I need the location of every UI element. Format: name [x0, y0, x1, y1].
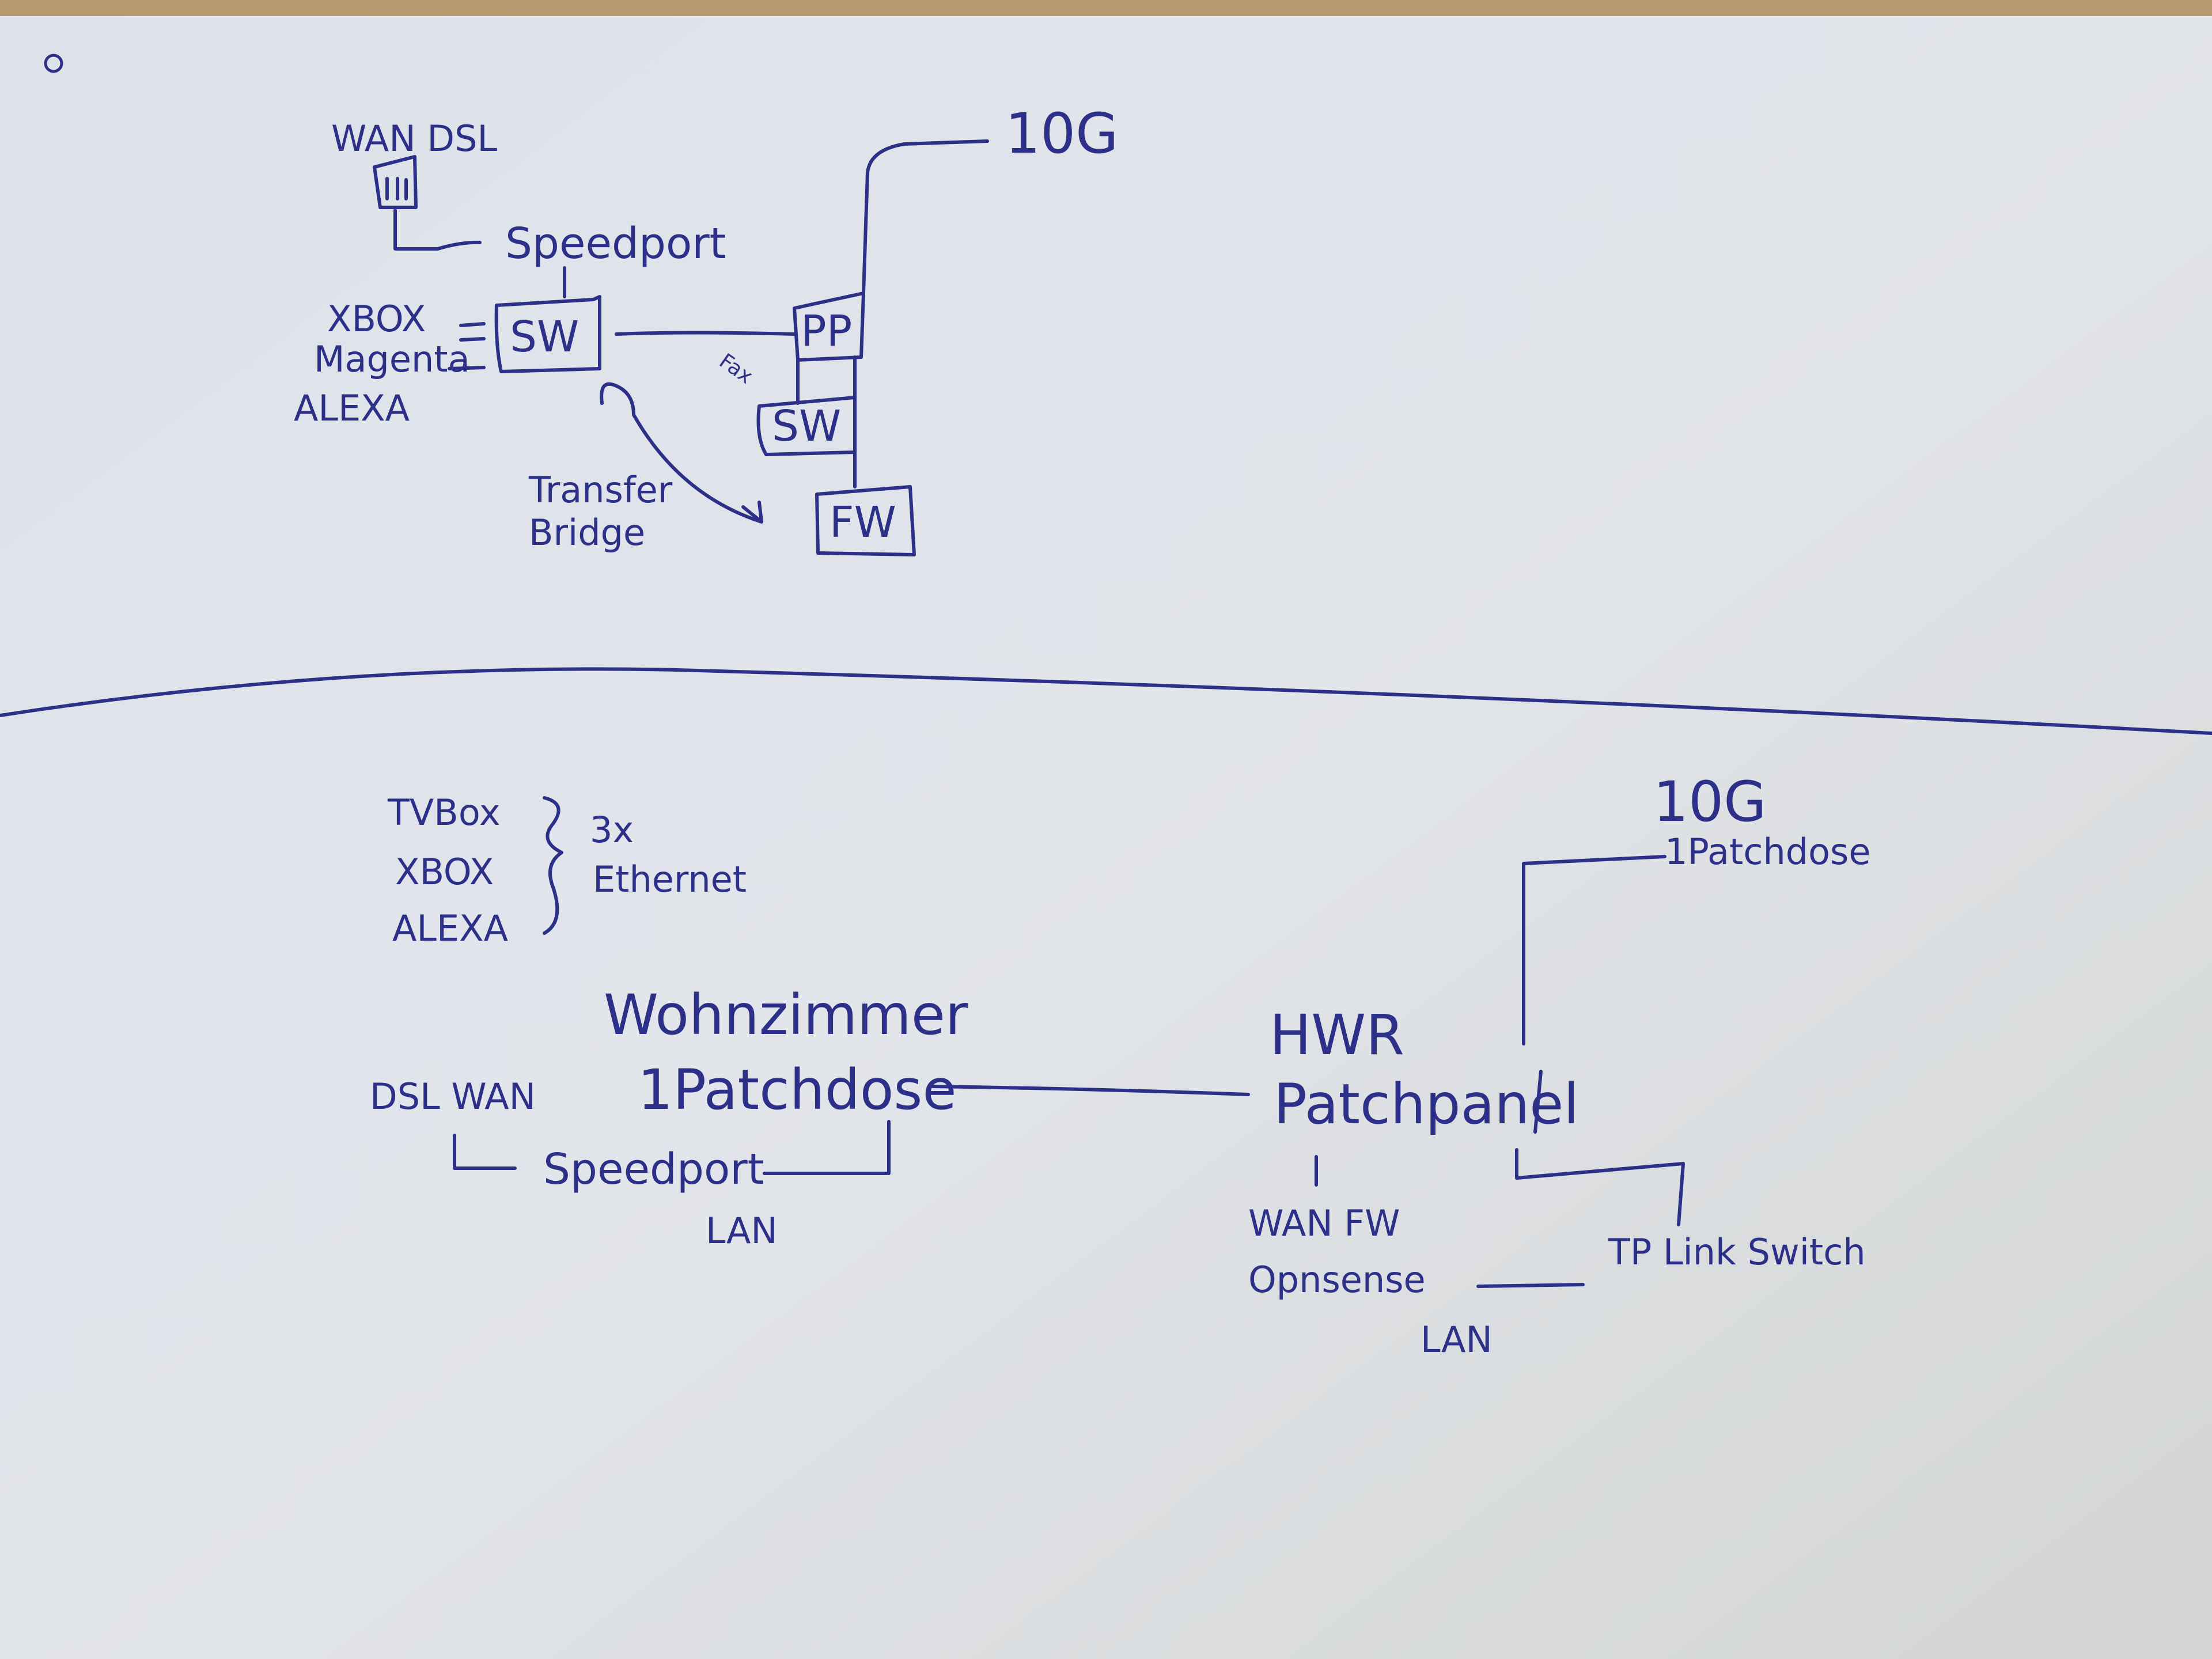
utility-room-label: HWR [1270, 1003, 1404, 1067]
uplink-line [862, 139, 989, 295]
firewall-box [815, 485, 916, 556]
wall-socket-icon [373, 155, 418, 209]
switch-second-label: SW [772, 402, 841, 451]
device-xbox: XBOX [327, 298, 426, 340]
device-connection-lines [448, 322, 486, 370]
firewall-label: FW [830, 498, 896, 547]
wan-fw-label: WAN FW [1248, 1202, 1400, 1244]
device-alexa: ALEXA [294, 387, 410, 429]
device-alexa: ALEXA [392, 907, 508, 949]
device-xbox: XBOX [395, 851, 494, 893]
switch-second-box [756, 396, 857, 456]
opnsense-lan-label: LAN [1421, 1319, 1493, 1361]
firewall-to-switch-line [1476, 1283, 1585, 1288]
tp-link-switch-label: TP Link Switch [1608, 1231, 1866, 1273]
dsl-to-speedport-line [453, 1134, 517, 1170]
dsl-wan-label: DSL WAN [370, 1075, 536, 1118]
patchpanel-label: PP [801, 306, 852, 356]
switch-to-patchpanel-line [615, 331, 796, 336]
divider-line [0, 667, 2212, 735]
living-room-label: Wohnzimmer [604, 983, 968, 1047]
patchpanel-label: Patchpanel [1274, 1072, 1579, 1137]
bridge-label: Bridge [529, 512, 645, 554]
ink-mark [44, 54, 63, 73]
patchpanel-to-switch-line [1515, 1148, 1685, 1226]
ethernet-count: 3x [590, 809, 634, 851]
transfer-bridge-arrow [600, 382, 763, 524]
uplink-outlet-label: 1Patchdose [1665, 831, 1870, 873]
ethernet-label: Ethernet [593, 858, 747, 900]
patchpanel-box [793, 291, 865, 362]
transfer-label: Transfer [528, 469, 673, 511]
uplink-label: 10G [1653, 770, 1767, 834]
device-tvbox: TVBox [387, 791, 501, 834]
wan-dsl-label: WAN DSL [331, 118, 498, 160]
opnsense-label: Opnsense [1248, 1259, 1426, 1301]
switch-main-box [494, 295, 601, 373]
living-room-outlet-label: 1Patchdose [638, 1058, 957, 1122]
top-sketch: WAN DSL Speedport SW XBOX Magenta ALEXA … [294, 101, 1119, 556]
speedport-label: Speedport [543, 1145, 764, 1194]
speedport-label: Speedport [505, 219, 726, 268]
outlet-to-patchpanel-line [929, 1085, 1250, 1096]
bottom-sketch: TVBox XBOX ALEXA 3x Ethernet Wohnzimmer … [370, 770, 1870, 1361]
speedport-lan-label: LAN [706, 1210, 778, 1252]
speedport-to-outlet-line [763, 1120, 891, 1175]
dsl-line [393, 209, 482, 251]
wood-edge [0, 0, 2212, 16]
device-magenta: Magenta [314, 338, 470, 380]
device-brace [543, 796, 563, 935]
uplink-line [1522, 855, 1666, 1046]
uplink-label: 10G [1005, 101, 1119, 166]
switch-main-label: SW [510, 312, 579, 362]
patchpanel-bar [1533, 1070, 1543, 1134]
